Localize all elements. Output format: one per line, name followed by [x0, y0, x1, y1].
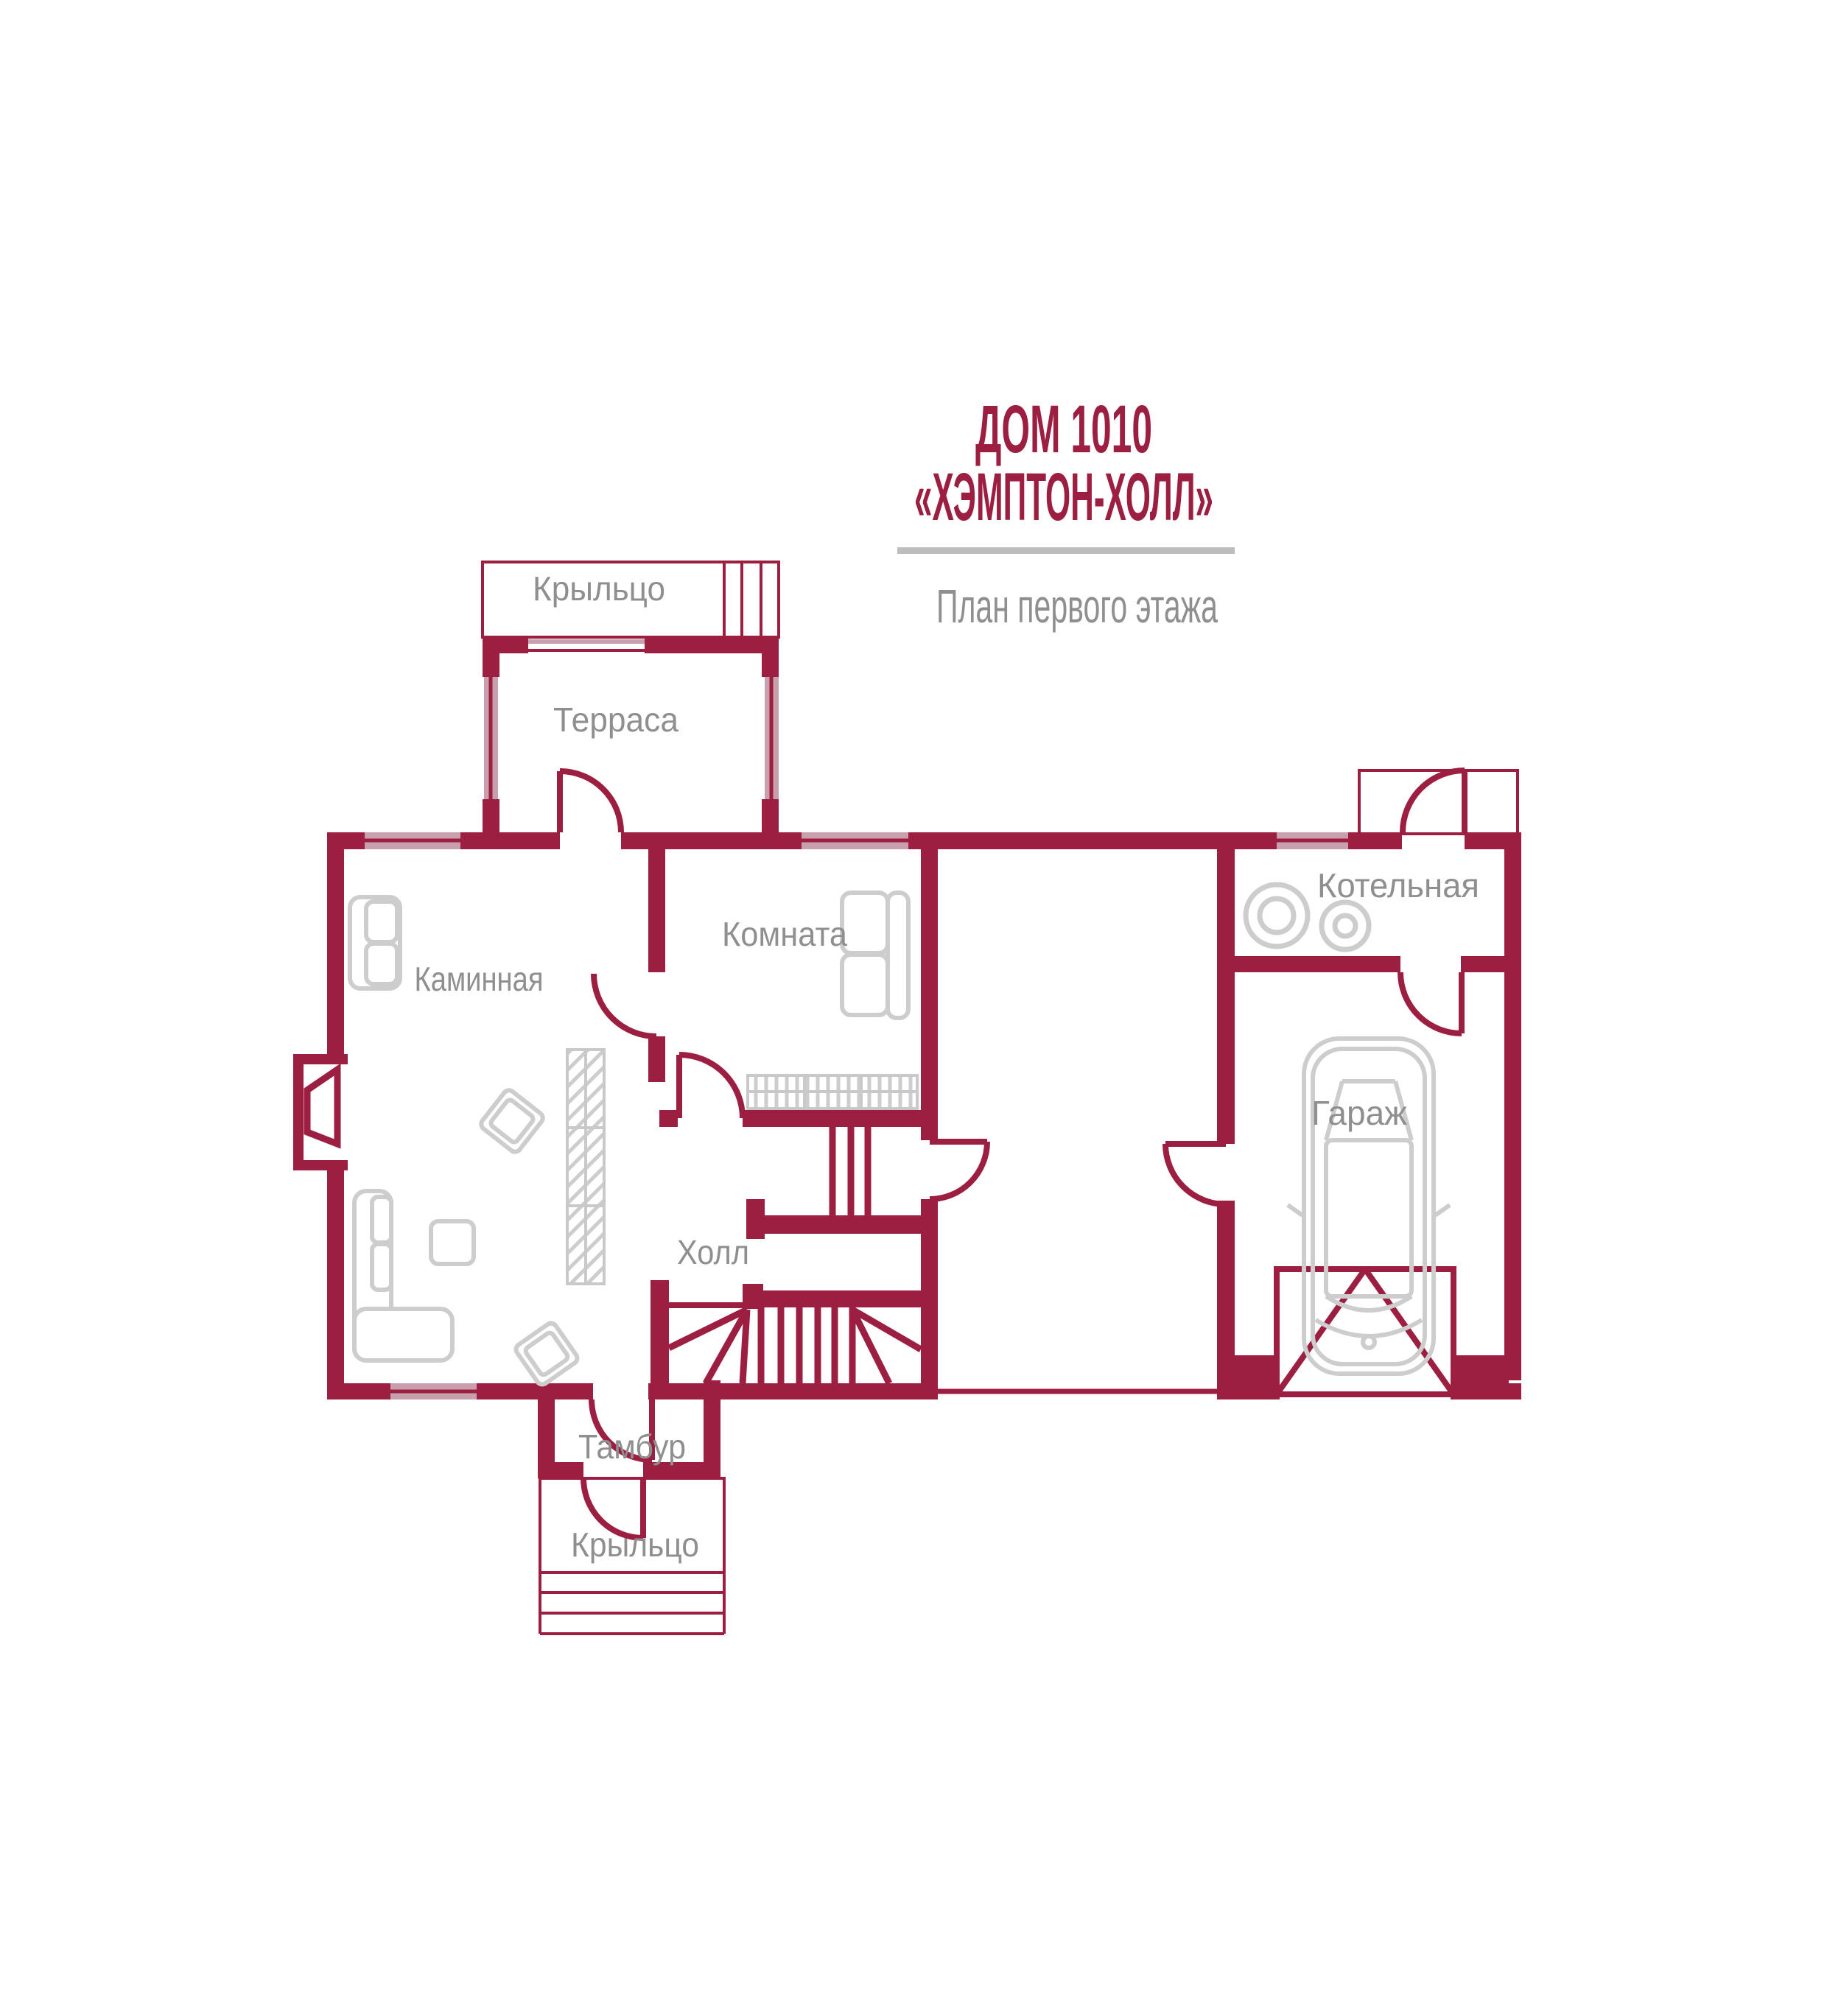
room-vestibule: Тамбур [538, 1380, 720, 1478]
sofa-icon [348, 895, 402, 991]
fireplace-room-label: Каминная [415, 960, 544, 998]
door-room [676, 1052, 746, 1119]
room-terrace: Терраса [483, 637, 779, 842]
bookshelf-icon-horizontal [746, 1074, 919, 1110]
table-icon [429, 1219, 476, 1266]
garage-door-icon [1274, 1266, 1456, 1397]
page-title-line1: ДОМ 1010 [975, 392, 1152, 467]
window-fireplace-top [365, 832, 460, 849]
door-arcs [557, 768, 1467, 1541]
window-boiler-top [1277, 832, 1348, 849]
door-fireplace-room [591, 973, 657, 1039]
boiler-icon [1243, 882, 1372, 952]
porch-bottom-outline [539, 1477, 726, 1574]
door-hall-middle [929, 1139, 990, 1202]
fireplace-icon [293, 1054, 348, 1170]
interior-walls [648, 849, 1504, 1383]
door-terrace [557, 768, 624, 833]
terrace-railing [528, 639, 645, 652]
door-porch-bottom [581, 1478, 646, 1541]
page-title-line2: «ХЭМПТОН-ХОЛЛ» [914, 460, 1213, 535]
corner-sofa-icon [352, 1189, 455, 1363]
window-icons [365, 832, 1348, 1399]
porch-top-steps-icon [723, 563, 762, 636]
door-middle-garage [1163, 1141, 1227, 1207]
porch-top-outline [481, 561, 780, 639]
main-stair-icon [667, 1302, 923, 1385]
terrace-window-right [765, 677, 779, 799]
window-room-top [802, 832, 908, 849]
room-label: Комната [722, 915, 847, 953]
room-porch-top: Крыльцо [481, 561, 780, 639]
hall-label: Холл [677, 1233, 749, 1271]
garage-label: Гараж [1311, 1094, 1407, 1132]
armchair-icon [479, 1088, 545, 1154]
window-fireplace-bottom [390, 1383, 477, 1399]
porch-bottom-steps-icon [539, 1573, 726, 1635]
door-entrance [1400, 768, 1467, 833]
terrace-window-left [484, 677, 498, 799]
room-sofa-icon [840, 891, 911, 1020]
porch-bottom-label: Крыльцо [571, 1525, 699, 1564]
boiler-room-label: Котельная [1317, 866, 1479, 905]
page-subtitle: План первого этажа [936, 580, 1218, 633]
door-vestibule [589, 1399, 655, 1463]
armchair-icon-2 [513, 1321, 580, 1387]
title-block: ДОМ 1010 «ХЭМПТОН-ХОЛЛ» План первого эта… [897, 392, 1235, 633]
vestibule-label: Тамбур [578, 1427, 686, 1466]
bookshelf-icon-vertical [566, 1048, 606, 1285]
outer-walls [327, 832, 1521, 1399]
car-icon [1286, 1036, 1451, 1376]
entrance-porch-outline [1358, 769, 1519, 835]
room-porch-bottom: Крыльцо [539, 1477, 726, 1635]
door-boiler-garage [1398, 972, 1465, 1036]
terrace-label: Терраса [553, 700, 678, 739]
small-stair-icon [829, 1127, 872, 1215]
title-divider [897, 547, 1235, 554]
porch-top-label: Крыльцо [533, 569, 665, 608]
